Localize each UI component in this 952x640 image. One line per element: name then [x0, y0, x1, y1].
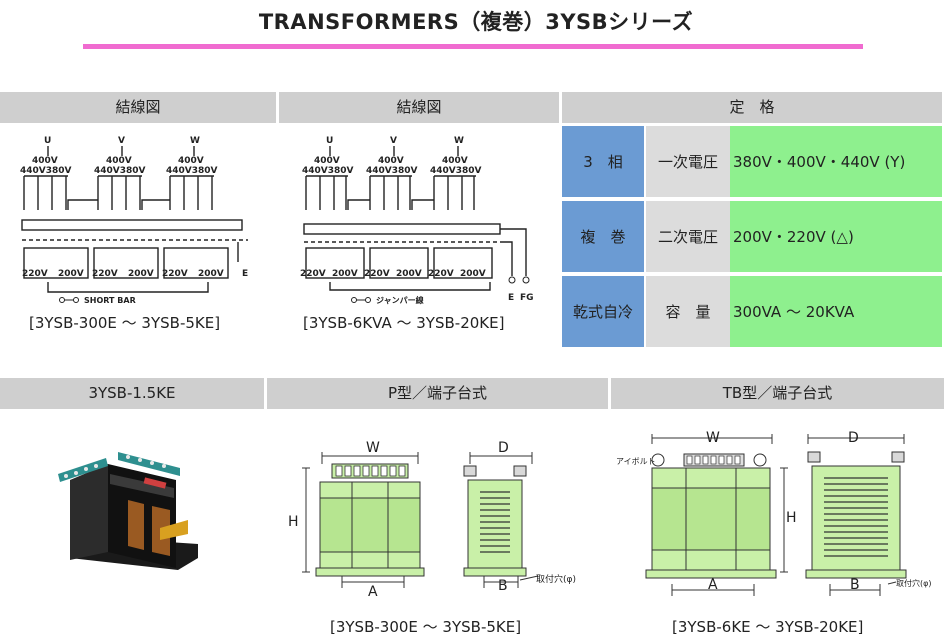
voltage-label: 400V [178, 156, 204, 166]
wiring-diagram-header-1: 結線図 [0, 92, 276, 123]
fg-label: FG [520, 293, 534, 303]
mounting-hole-label: 取付穴(φ) [536, 573, 576, 585]
voltage-label: 400V [378, 156, 404, 166]
ptype-header: P型／端子台式 [267, 378, 608, 409]
voltage-label: 220V [428, 269, 454, 279]
photo-header: 3YSB-1.5KE [0, 378, 264, 409]
tbtype-header: TB型／端子台式 [611, 378, 944, 409]
rating-item-capacity: 容 量 [646, 276, 730, 347]
rating-header: 定 格 [562, 92, 942, 123]
voltage-label: 220V [300, 269, 326, 279]
jumper-legend: ジャンパー線 [376, 295, 424, 305]
voltage-label: 220V [92, 269, 118, 279]
rating-label-winding: 複 巻 [562, 201, 644, 272]
phase-label: W [190, 136, 200, 146]
voltage-label: 200V [396, 269, 422, 279]
voltage-label: 440V380V [94, 166, 146, 176]
phase-label: U [44, 136, 51, 146]
voltage-label: 400V [32, 156, 58, 166]
dimension-b: B [850, 577, 860, 593]
dimension-d: D [848, 430, 859, 446]
phase-label: V [118, 136, 125, 146]
phase-label: W [454, 136, 464, 146]
voltage-label: 440V380V [20, 166, 72, 176]
voltage-label: 200V [198, 269, 224, 279]
mounting-hole-label: 取付穴(φ) [896, 578, 932, 588]
dimension-h: H [786, 510, 797, 526]
ptype-caption: [3YSB-300E ～ 3YSB-5KE] [330, 618, 522, 636]
dimension-d: D [498, 440, 509, 456]
dimension-b: B [498, 578, 508, 594]
voltage-label: 200V [128, 269, 154, 279]
transformer-photo [58, 452, 198, 570]
voltage-label: 220V [364, 269, 390, 279]
rating-item-primary: 一次電圧 [646, 126, 730, 197]
voltage-label: 220V [22, 269, 48, 279]
tbtype-dimension-drawing: W A D B H アイボルト 取付穴(φ) [616, 430, 932, 596]
dimension-a: A [708, 577, 718, 593]
rating-value-capacity: 300VA ～ 20KVA [730, 276, 942, 347]
earth-label: E [508, 293, 514, 303]
wiring-diagram-2: U V W 400V 400V 400V 440V380V 440V380V 4… [300, 136, 534, 305]
rating-label-phase: 3 相 [562, 126, 644, 197]
phase-label: V [390, 136, 397, 146]
dimension-h: H [288, 514, 299, 530]
voltage-label: 400V [442, 156, 468, 166]
rating-value-primary: 380V・400V・440V (Y) [730, 126, 942, 197]
voltage-label: 440V380V [430, 166, 482, 176]
wiring-diagram-header-2: 結線図 [279, 92, 559, 123]
voltage-label: 200V [332, 269, 358, 279]
dimension-a: A [368, 584, 378, 600]
voltage-label: 400V [314, 156, 340, 166]
wiring-caption-1: [3YSB-300E ～ 3YSB-5KE] [29, 314, 221, 332]
voltage-label: 220V [162, 269, 188, 279]
voltage-label: 200V [58, 269, 84, 279]
short-bar-legend: SHORT BAR [84, 296, 136, 305]
tbtype-caption: [3YSB-6KE ～ 3YSB-20KE] [672, 618, 864, 636]
rating-label-cooling: 乾式自冷 [562, 276, 644, 347]
ptype-dimension-drawing: W H A D B 取付穴(φ) [288, 440, 576, 600]
wiring-caption-2: [3YSB-6KVA ～ 3YSB-20KE] [303, 314, 505, 332]
dimension-w: W [706, 430, 720, 446]
voltage-label: 400V [106, 156, 132, 166]
rating-item-secondary: 二次電圧 [646, 201, 730, 272]
page-title: TRANSFORMERS（複巻）3YSBシリーズ [258, 10, 694, 34]
rating-value-secondary: 200V・220V (△) [730, 201, 942, 272]
phase-label: U [326, 136, 333, 146]
voltage-label: 440V380V [302, 166, 354, 176]
wiring-diagram-1: U V W 400V 400V 400V 440V380V 440V380V 4… [20, 136, 248, 305]
voltage-label: 200V [460, 269, 486, 279]
earth-label: E [242, 269, 248, 279]
voltage-label: 440V380V [166, 166, 218, 176]
dimension-w: W [366, 440, 380, 456]
title-underline [83, 44, 863, 49]
voltage-label: 440V380V [366, 166, 418, 176]
eyebolt-label: アイボルト [616, 457, 656, 466]
